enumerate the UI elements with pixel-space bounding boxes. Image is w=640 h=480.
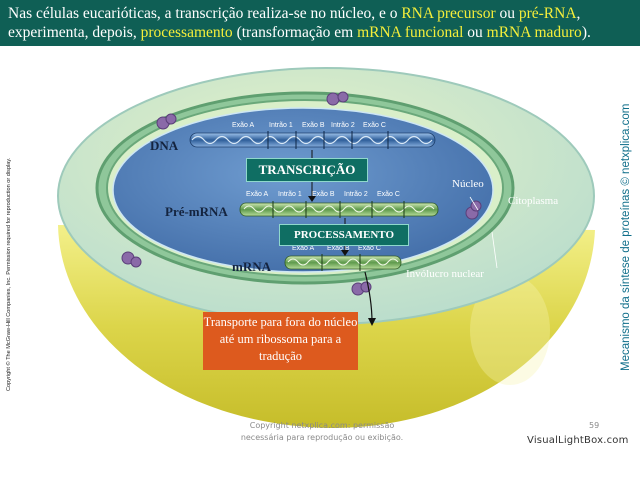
highlight-pre-rna: pré-RNA <box>518 5 577 22</box>
label-mrna: mRNA <box>232 259 271 274</box>
highlight-processamento: processamento <box>140 24 233 41</box>
pre-mrna-segment-label: Exão A <box>246 191 269 198</box>
footer-line-1: Copyright netxplica.com: permissão <box>249 421 395 430</box>
mrna-segment-label: Exão A <box>292 245 315 252</box>
pre-mrna-segment-label: Intrão 1 <box>278 191 302 198</box>
highlight-rna-precursor: RNA precursor <box>401 5 496 22</box>
label-nucleo: Núcleo <box>452 178 484 190</box>
transcription-box: TRANSCRIÇÃO <box>246 158 368 182</box>
label-pre-mrna: Pré-mRNA <box>165 204 228 219</box>
dna-segment-label: Intrão 2 <box>331 122 355 129</box>
footer-line-2: necessária para reprodução ou exibição. <box>240 433 404 442</box>
dna-segment-label: Exão A <box>232 122 255 129</box>
highlight-mrna-maduro: mRNA maduro <box>486 24 582 41</box>
header-text: Nas células eucarióticas, a transcrição … <box>8 5 591 41</box>
pre-mrna-segment-label: Exão B <box>312 191 335 198</box>
dna-strand <box>189 131 436 149</box>
dna-segment-label: Intrão 1 <box>269 122 293 129</box>
highlight-mrna-funcional: mRNA funcional <box>357 24 464 41</box>
label-involucro-nuclear: Invólucro nuclear <box>406 268 484 280</box>
side-copyright-text: Copyright © The McGraw-Hill Companies, I… <box>6 157 12 391</box>
pre-mrna-segment-label: Intrão 2 <box>344 191 368 198</box>
mrna-segment-label: Exão B <box>327 245 350 252</box>
brand-link[interactable]: VisualLightBox.com <box>527 435 629 446</box>
transport-box: Transporte para fora do núcleo até um ri… <box>203 312 358 370</box>
side-credit-text: Mecanismo da síntese de proteínas © netx… <box>620 103 632 371</box>
cell-illustration <box>57 67 595 428</box>
dna-segment-label: Exão C <box>363 122 386 129</box>
pre-mrna-strand <box>239 201 439 218</box>
dna-segment-label: Exão B <box>302 122 325 129</box>
processing-box: PROCESSAMENTO <box>279 224 409 246</box>
mrna-segment-label: Exão C <box>358 245 381 252</box>
footer-copyright: Copyright netxplica.com: permissão neces… <box>222 420 422 444</box>
mrna-strand <box>284 254 402 271</box>
slide-header: Nas células eucarióticas, a transcrição … <box>0 0 640 46</box>
page-number: 59 <box>589 421 600 430</box>
label-dna: DNA <box>150 138 179 153</box>
pre-mrna-segment-label: Exão C <box>377 191 400 198</box>
label-citoplasma: Citoplasma <box>508 195 559 207</box>
